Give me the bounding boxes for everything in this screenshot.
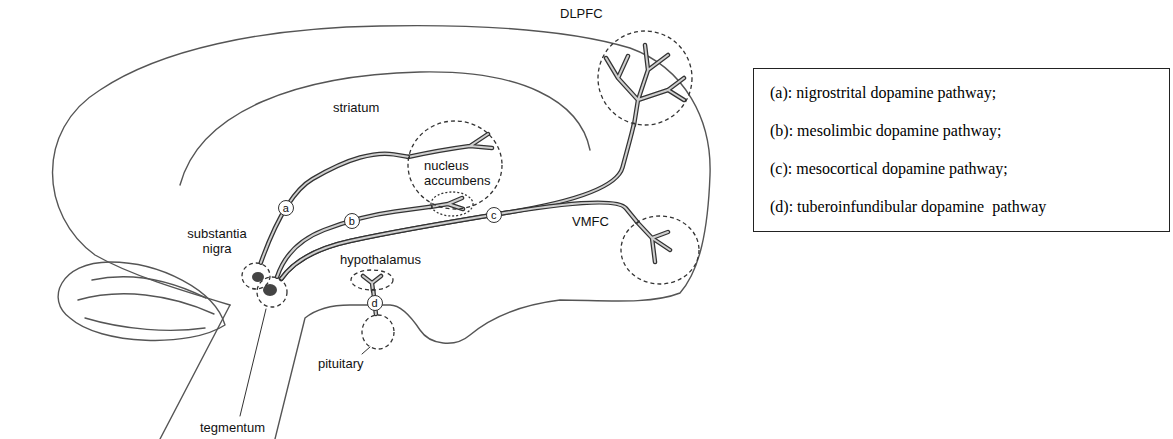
brain-region: VMFC	[620, 215, 700, 285]
dashed-ellipse	[362, 315, 394, 349]
region-outline	[241, 262, 271, 290]
pathway-letter: d	[367, 295, 383, 311]
dopamine-pathway	[281, 203, 637, 279]
brain-region: hypothalamus	[350, 269, 394, 291]
legend-box: (a): nigrostrital dopamine pathway; (b): …	[753, 68, 1170, 232]
dashed-ellipse	[621, 216, 699, 284]
region-label: tegmentum	[200, 420, 265, 435]
brain-region: substantia nigra	[241, 262, 271, 290]
dashed-ellipse	[351, 270, 393, 290]
brain-region: nucleus accumbens	[430, 191, 474, 217]
legend-entry: (a): nigrostrital dopamine pathway;	[770, 83, 996, 103]
nucleus-dot	[263, 284, 277, 296]
region-label: striatum	[333, 100, 379, 115]
corpus-callosum	[180, 72, 590, 185]
cerebrum-outline	[53, 26, 711, 439]
dashed-ellipse	[598, 31, 692, 125]
cerebellum-outline	[58, 262, 225, 340]
region-label: pituitary	[318, 356, 364, 371]
region-outline	[350, 269, 394, 291]
legend-entry: (b): mesolimbic dopamine pathway;	[770, 121, 1002, 141]
pathway-letter: b	[344, 213, 360, 229]
dashed-ellipse	[431, 192, 473, 216]
dashed-ellipse	[257, 277, 287, 307]
region-outline	[430, 191, 474, 217]
pathway-letter: a	[278, 200, 294, 216]
pathway-band	[281, 203, 637, 279]
region-outline	[361, 314, 395, 350]
cerebellum-folia	[78, 277, 214, 330]
brainstem-outline	[160, 305, 230, 439]
dashed-ellipse	[408, 121, 502, 209]
region-outline	[597, 30, 693, 126]
region-label: hypothalamus	[340, 252, 421, 267]
legend-entry: (d): tuberoinfundibular dopamine pathway	[770, 197, 1046, 217]
brain-region: tegmentum	[256, 276, 288, 308]
region-label: nucleus accumbens	[424, 158, 496, 188]
legend-entry: (c): mesocortical dopamine pathway;	[770, 159, 1008, 179]
region-label: substantia nigra	[184, 226, 250, 256]
region-outline	[620, 215, 700, 285]
pathway-core	[281, 203, 637, 279]
dashed-ellipse	[242, 263, 270, 289]
brain-region: striatumnucleus accumbens	[407, 120, 503, 210]
leader-line	[240, 309, 370, 416]
region-outline	[256, 276, 288, 308]
brain-region: DLPFC	[597, 30, 693, 126]
region-label: VMFC	[572, 214, 609, 229]
region-label: DLPFC	[560, 6, 603, 21]
brain-region: pituitary	[361, 314, 395, 350]
pathway-letter: c	[486, 207, 502, 223]
